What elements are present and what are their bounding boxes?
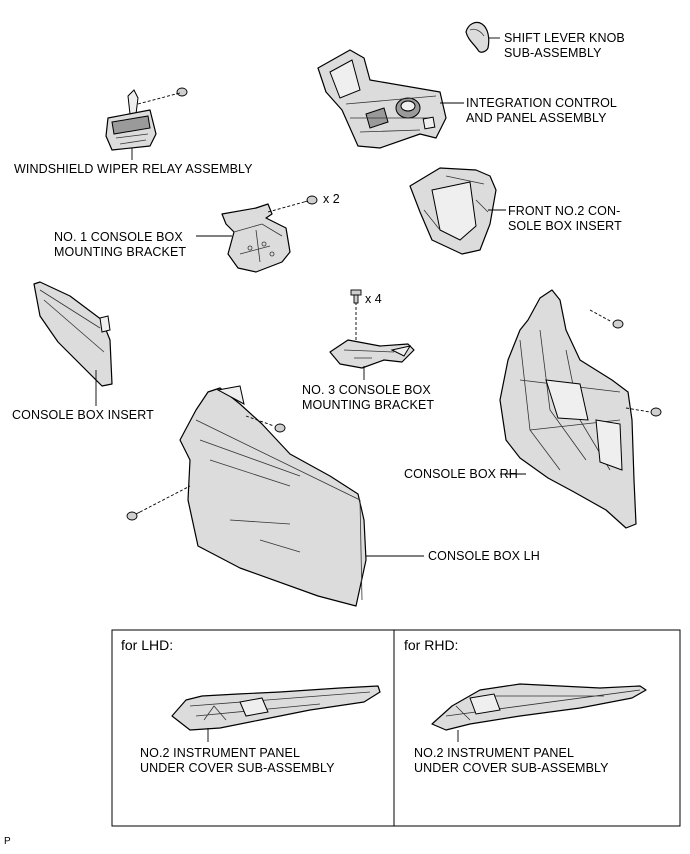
label-no3-bracket: NO. 3 CONSOLE BOX MOUNTING BRACKET: [302, 383, 435, 412]
no3-bracket-drawing: [329, 339, 415, 369]
console-box-rh-bolt-2: [650, 407, 662, 417]
no1-bracket-drawing: [221, 203, 291, 273]
qty-no3-bracket-bolts: x 4: [365, 292, 382, 306]
lhd-panel-title: for LHD:: [121, 637, 174, 653]
qty-no1-bracket-bolts: x 2: [323, 192, 340, 206]
label-front-no2-insert: FRONT NO.2 CON- SOLE BOX INSERT: [508, 204, 622, 233]
wiper-relay-drawing: [105, 89, 157, 151]
label-shift-lever-knob: SHIFT LEVER KNOB SUB-ASSEMBLY: [504, 31, 625, 60]
lhd-under-cover-drawing: [171, 685, 381, 731]
console-box-lh-bolt-1: [274, 423, 286, 433]
console-box-lh-bolt-2: [126, 511, 141, 521]
hand-drive-frame: [111, 629, 681, 827]
console-box-lh-bolt2-dash: [139, 485, 191, 513]
console-box-rh-bolt1-dash: [589, 309, 613, 323]
label-integration-control: INTEGRATION CONTROL AND PANEL ASSEMBLY: [466, 96, 617, 125]
console-box-rh-bolt2-dash: [625, 407, 651, 413]
integration-control-drawing: [317, 49, 447, 149]
footer-code: P: [4, 836, 11, 847]
label-no1-bracket: NO. 1 CONSOLE BOX MOUNTING BRACKET: [54, 230, 187, 259]
console-box-rh-bolt-1: [612, 319, 624, 329]
no1-bracket-bolt: [303, 195, 318, 205]
console-box-insert-drawing: [33, 281, 113, 387]
label-wiper-relay: WINDSHIELD WIPER RELAY ASSEMBLY: [14, 162, 253, 176]
shift-lever-knob-drawing: [465, 21, 490, 53]
rhd-panel-title: for RHD:: [404, 637, 459, 653]
console-box-lh-drawing: [179, 385, 367, 607]
wiper-relay-bolt: [175, 87, 188, 97]
no1-bracket-bolt-dash: [267, 201, 305, 213]
console-box-rh-drawing: [499, 289, 637, 529]
label-console-box-lh: CONSOLE BOX LH: [428, 549, 540, 563]
rhd-under-cover-drawing: [431, 683, 647, 731]
label-lhd-cover: NO.2 INSTRUMENT PANEL UNDER COVER SUB-AS…: [140, 746, 335, 775]
label-console-box-rh: CONSOLE BOX RH: [404, 467, 518, 481]
wiper-relay-bolt-dash: [137, 93, 177, 105]
no3-bracket-bolt: [350, 289, 362, 304]
label-rhd-cover: NO.2 INSTRUMENT PANEL UNDER COVER SUB-AS…: [414, 746, 609, 775]
front-no2-insert-drawing: [409, 167, 497, 255]
label-console-box-insert: CONSOLE BOX INSERT: [12, 408, 154, 422]
